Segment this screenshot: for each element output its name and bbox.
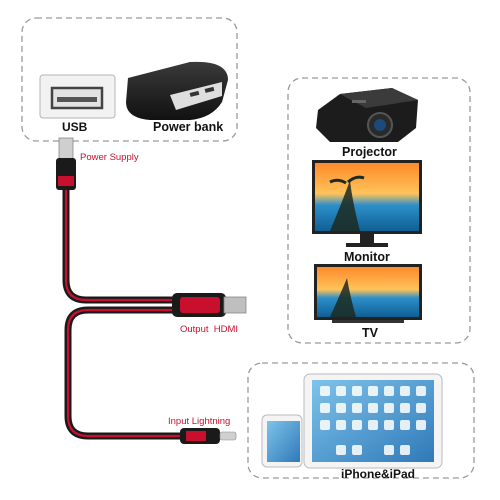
hdmi-connector-icon xyxy=(172,293,247,317)
usb-plug-icon xyxy=(56,137,76,190)
tv-icon xyxy=(314,264,422,323)
display-group xyxy=(287,77,471,344)
tv-label: TV xyxy=(362,326,378,340)
power-bank-icon xyxy=(126,61,228,120)
adapter-cable xyxy=(62,186,186,440)
lightning-connector-icon xyxy=(180,428,237,444)
output-hdmi-label: Output HDMI xyxy=(180,324,239,335)
usb-port-icon xyxy=(39,74,116,119)
input-lightning-label: Input Lightning xyxy=(168,416,231,427)
projector-label: Projector xyxy=(342,145,397,159)
power-source-group xyxy=(21,17,238,142)
device-label: iPhone&iPad xyxy=(341,467,416,481)
device-group xyxy=(247,362,475,479)
power-supply-label: Power Supply xyxy=(80,152,139,163)
monitor-icon xyxy=(312,160,422,247)
power-bank-label: Power bank xyxy=(153,120,224,134)
iphone-icon xyxy=(261,414,303,468)
usb-label: USB xyxy=(62,120,88,134)
ipad-icon xyxy=(303,373,443,469)
monitor-label: Monitor xyxy=(344,250,390,264)
projector-icon xyxy=(316,88,418,142)
